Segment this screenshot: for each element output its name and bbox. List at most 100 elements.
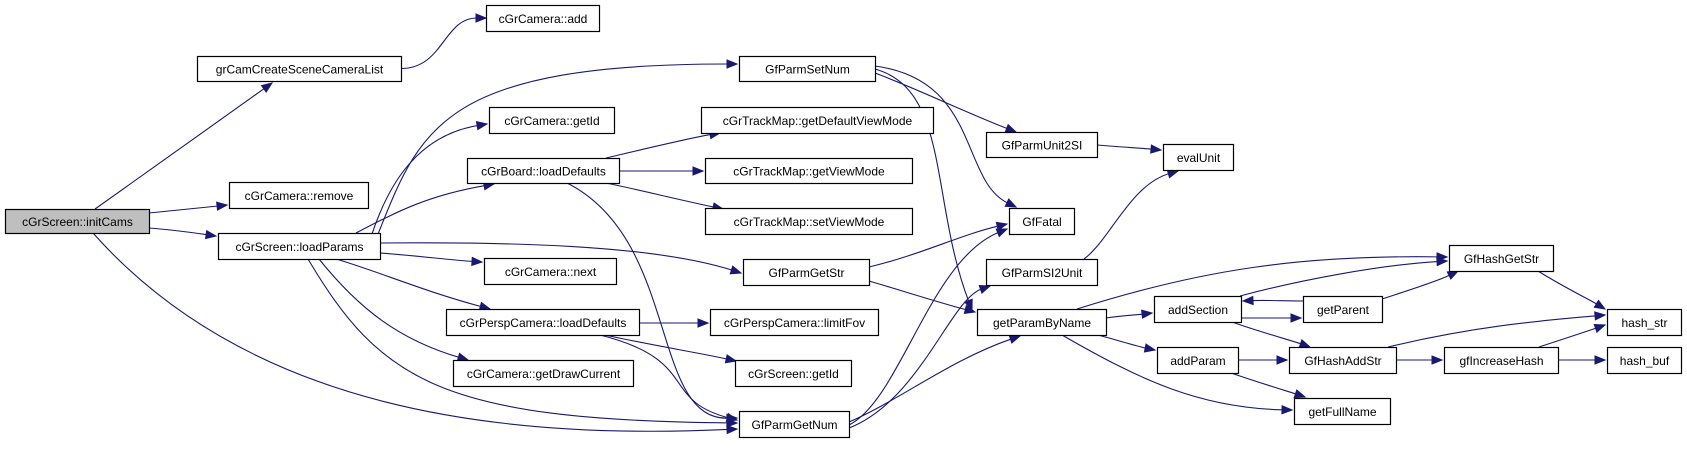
graph-node[interactable]: addParam	[1156, 346, 1240, 375]
node-box[interactable]	[734, 359, 853, 388]
graph-node[interactable]: GfParmSI2Unit	[985, 258, 1099, 287]
node-box[interactable]	[704, 157, 914, 185]
node-box[interactable]	[1008, 207, 1076, 236]
edge-line	[148, 227, 208, 236]
edge-boardLoad-to-tmGetDef	[605, 130, 722, 159]
arrowhead-icon	[692, 166, 705, 176]
graph-node[interactable]: GfHashGetStr	[1448, 244, 1555, 273]
graph-node[interactable]: GfParmGetStr	[742, 258, 871, 287]
node-box[interactable]	[1302, 295, 1384, 324]
graph-node[interactable]: cGrScreen::loadParams	[217, 232, 382, 261]
graph-node[interactable]: cGrCamera::next	[483, 257, 618, 286]
node-box[interactable]	[488, 106, 616, 135]
graph-node[interactable]: cGrTrackMap::getViewMode	[704, 157, 914, 185]
node-label: cGrTrackMap::getViewMode	[733, 165, 885, 179]
graph-node[interactable]: GfParmUnit2SI	[985, 131, 1099, 159]
node-box[interactable]	[976, 308, 1108, 337]
graph-node[interactable]: cGrCamera::remove	[228, 181, 370, 210]
graph-node[interactable]: cGrPerspCamera::limitFov	[709, 308, 880, 337]
node-box[interactable]	[1448, 244, 1555, 273]
edge-line	[1230, 372, 1297, 395]
edge-line	[1381, 274, 1451, 300]
edge-line	[335, 258, 482, 308]
node-box[interactable]	[485, 4, 601, 33]
node-box[interactable]	[985, 258, 1099, 287]
edge-perspLoad-to-getNum	[599, 334, 739, 422]
node-box[interactable]	[742, 258, 871, 287]
graph-node[interactable]: getFullName	[1293, 397, 1392, 426]
graph-node[interactable]: GfFatal	[1008, 207, 1076, 236]
node-label: cGrCamera::getId	[504, 114, 599, 128]
graph-node[interactable]: cGrTrackMap::setViewMode	[704, 207, 914, 236]
node-box[interactable]	[1156, 346, 1240, 375]
graph-node[interactable]: hash_str	[1606, 308, 1683, 337]
edge-line	[848, 338, 1012, 423]
node-label: cGrCamera::remove	[245, 189, 354, 203]
arrowhead-icon	[1436, 256, 1449, 267]
edge-line	[874, 65, 1009, 204]
node-box[interactable]	[985, 131, 1099, 159]
edge-line	[605, 182, 715, 208]
graph-node[interactable]: cGrScreen::getId	[734, 359, 853, 388]
node-box[interactable]	[1443, 346, 1560, 375]
edge-hashGet-to-hashStr	[1537, 270, 1607, 310]
arrowhead-icon	[471, 256, 484, 267]
node-box[interactable]	[1288, 346, 1398, 375]
node-box[interactable]	[217, 232, 382, 261]
node-box[interactable]	[196, 55, 403, 83]
edge-line	[1537, 270, 1598, 305]
root-node[interactable]: cGrScreen::initCams	[4, 208, 151, 235]
edge-line	[1097, 334, 1147, 349]
arrowhead-icon	[725, 412, 739, 422]
node-box[interactable]	[445, 308, 641, 337]
node-box[interactable]	[483, 257, 618, 286]
node-box[interactable]	[738, 55, 877, 83]
graph-node[interactable]: getParamByName	[976, 308, 1108, 337]
node-label: getParent	[1317, 303, 1370, 317]
graph-node[interactable]: GfHashAddStr	[1288, 346, 1398, 375]
node-box[interactable]	[1606, 346, 1683, 375]
graph-node[interactable]: GfParmSetNum	[738, 55, 877, 83]
graph-node[interactable]: cGrPerspCamera::loadDefaults	[445, 308, 641, 337]
node-box[interactable]	[228, 181, 370, 210]
arrowhead-icon	[963, 304, 977, 314]
edge-initCams-to-camRemove	[148, 201, 229, 214]
arrowhead-icon	[1593, 323, 1607, 333]
node-box[interactable]	[466, 157, 621, 185]
node-box[interactable]	[700, 106, 935, 135]
node-box[interactable]	[1293, 397, 1392, 426]
graph-node[interactable]: cGrCamera::getId	[488, 106, 616, 135]
edge-line	[1251, 299, 1304, 302]
graph-node[interactable]: hash_buf	[1606, 346, 1683, 375]
edge-line	[868, 225, 999, 268]
node-label: cGrScreen::getId	[748, 367, 839, 381]
edge-addSection-to-getParent	[1241, 313, 1303, 323]
node-box[interactable]	[704, 207, 914, 236]
graph-node[interactable]: cGrCamera::getDrawCurrent	[452, 359, 635, 388]
node-box[interactable]	[4, 208, 151, 235]
edge-line	[355, 184, 486, 234]
edge-getParent-to-hashGet	[1381, 270, 1460, 300]
graph-node[interactable]: gfIncreaseHash	[1443, 346, 1560, 375]
graph-node[interactable]: getParent	[1302, 295, 1384, 324]
graph-node[interactable]: addSection	[1153, 295, 1243, 324]
node-box[interactable]	[1153, 295, 1243, 324]
edge-unit2SI-to-evalUnit	[1096, 144, 1163, 154]
graph-node[interactable]: evalUnit	[1162, 143, 1235, 172]
node-label: grCamCreateSceneCameraList	[216, 63, 384, 77]
edge-line	[604, 334, 728, 360]
node-box[interactable]	[452, 359, 635, 388]
node-label: GfHashAddStr	[1304, 354, 1381, 368]
node-box[interactable]	[738, 410, 851, 439]
node-box[interactable]	[1606, 308, 1683, 337]
graph-node[interactable]: grCamCreateSceneCameraList	[196, 55, 403, 83]
node-box[interactable]	[1162, 143, 1235, 172]
arrowhead-icon	[1276, 355, 1289, 365]
node-label: GfParmSetNum	[765, 63, 850, 77]
graph-node[interactable]: cGrBoard::loadDefaults	[466, 157, 621, 185]
graph-node[interactable]: cGrTrackMap::getDefaultViewMode	[700, 106, 935, 135]
graph-node[interactable]: GfParmGetNum	[738, 410, 851, 439]
node-box[interactable]	[709, 308, 880, 337]
graph-node[interactable]: cGrCamera::add	[485, 4, 601, 33]
